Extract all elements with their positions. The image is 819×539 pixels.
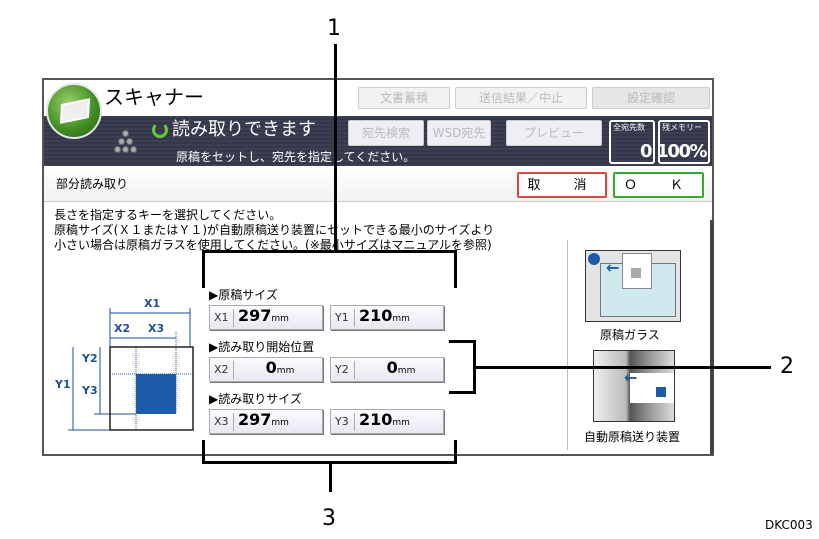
field-unit: mm — [271, 314, 289, 324]
status-message: 読み取りできます — [172, 119, 316, 140]
y2-label: Y2 — [82, 352, 98, 365]
x1-label: X1 — [144, 297, 161, 310]
x2-label: X2 — [114, 322, 131, 335]
field-key: Y2 — [335, 360, 355, 379]
ready-icon — [152, 122, 168, 138]
field-value: 210 — [359, 410, 393, 429]
field-value: 297 — [238, 306, 272, 325]
field-key: Y3 — [335, 412, 355, 431]
field-key: X2 — [214, 360, 234, 379]
adf-label: 自動原稿送り装置 — [584, 430, 681, 444]
arrow-left-icon: ← — [606, 258, 620, 277]
arrow-left-icon: ← — [624, 368, 638, 387]
field-key: X1 — [214, 308, 234, 327]
y2-button[interactable]: Y2 0mm — [330, 357, 444, 382]
field-unit: mm — [276, 366, 295, 376]
app-title: スキャナー — [104, 85, 204, 109]
field-unit: mm — [397, 366, 416, 376]
search-destination-button[interactable]: 宛先検索 — [348, 120, 424, 146]
field-unit: mm — [392, 314, 410, 324]
dialog-header: 部分読み取り 取 消 Ｏ Ｋ — [44, 166, 712, 202]
selected-icon — [588, 253, 600, 265]
exposure-glass-button[interactable]: ← — [585, 250, 681, 322]
y1-label: Y1 — [55, 378, 71, 391]
counter-label: 残メモリー — [662, 123, 702, 132]
callout-line-2 — [475, 366, 771, 369]
callout-bracket-3-right — [454, 440, 457, 464]
field-unit: mm — [271, 418, 289, 428]
field-key: X3 — [214, 412, 234, 431]
job-status-button[interactable]: 送信結果／中止 — [455, 87, 587, 109]
field-value: 0 — [265, 358, 277, 377]
check-settings-button[interactable]: 設定確認 — [592, 87, 710, 109]
document-outline — [109, 346, 194, 431]
scanner-screen: スキャナー 文書蓄積 送信結果／中止 設定確認 読み取りできます 原稿をセットし… — [42, 78, 714, 456]
field-key: Y1 — [335, 308, 355, 327]
callout-bracket-2-top — [449, 340, 475, 343]
callout-bracket-3-left — [202, 440, 205, 464]
ok-button[interactable]: Ｏ Ｋ — [613, 172, 704, 198]
counter-value: 100% — [658, 141, 707, 162]
status-sub-message: 原稿をセットし、宛先を指定してください。 — [176, 150, 416, 164]
document-server-button[interactable]: 文書蓄積 — [358, 87, 450, 109]
memory-counter: 残メモリー 100% — [658, 120, 710, 164]
callout-bracket-1-left — [202, 250, 205, 288]
field-value: 297 — [238, 410, 272, 429]
y3-label: Y3 — [82, 384, 98, 397]
counter-value: 0 — [639, 141, 653, 162]
adf-button[interactable]: ← — [593, 350, 675, 422]
preview-button[interactable]: プレビュー — [506, 120, 602, 146]
original-size-label: ▶原稿サイズ — [209, 288, 278, 302]
dialog-title: 部分読み取り — [56, 177, 129, 191]
field-value: 0 — [386, 358, 398, 377]
callout-line-1 — [334, 44, 337, 252]
connection-dots-icon — [114, 130, 138, 156]
callout-number-1: 1 — [327, 16, 341, 41]
x2-button[interactable]: X2 0mm — [209, 357, 323, 382]
status-band: 読み取りできます 原稿をセットし、宛先を指定してください。 宛先検索 WSD宛先… — [44, 116, 712, 166]
x3-label: X3 — [148, 322, 165, 335]
wsd-destination-button[interactable]: WSD宛先 — [427, 120, 491, 146]
cancel-button[interactable]: 取 消 — [517, 172, 607, 198]
total-destinations-counter: 全宛先数 0 — [609, 120, 655, 164]
scan-size-label: ▶読み取りサイズ — [209, 392, 302, 406]
figure-id: DKC003 — [765, 518, 813, 532]
exposure-glass-label: 原稿ガラス — [600, 328, 660, 342]
scanner-logo-icon — [46, 83, 102, 139]
field-value: 210 — [359, 306, 393, 325]
callout-bracket-2-bottom — [449, 391, 475, 394]
divider — [567, 240, 568, 450]
callout-bracket-1 — [202, 250, 457, 253]
page-icon — [622, 253, 652, 289]
scrollbar[interactable] — [710, 220, 714, 454]
callout-mask — [205, 253, 454, 281]
page-icon — [630, 373, 674, 403]
title-bar: スキャナー 文書蓄積 送信結果／中止 設定確認 — [44, 80, 712, 116]
dimension-diagram — [68, 308, 194, 431]
callout-line-3 — [329, 462, 332, 492]
scan-area — [136, 374, 176, 414]
start-position-label: ▶読み取り開始位置 — [209, 340, 315, 354]
callout-bracket-1-right — [454, 250, 457, 288]
callout-bracket-2 — [473, 340, 476, 394]
instructions-text: 長さを指定するキーを選択してください。 原稿サイズ(Ｘ１またはＹ１)が自動原稿送… — [54, 208, 495, 252]
callout-number-2: 2 — [780, 354, 794, 379]
field-unit: mm — [392, 418, 410, 428]
counter-label: 全宛先数 — [613, 123, 645, 132]
callout-number-3: 3 — [322, 506, 336, 531]
